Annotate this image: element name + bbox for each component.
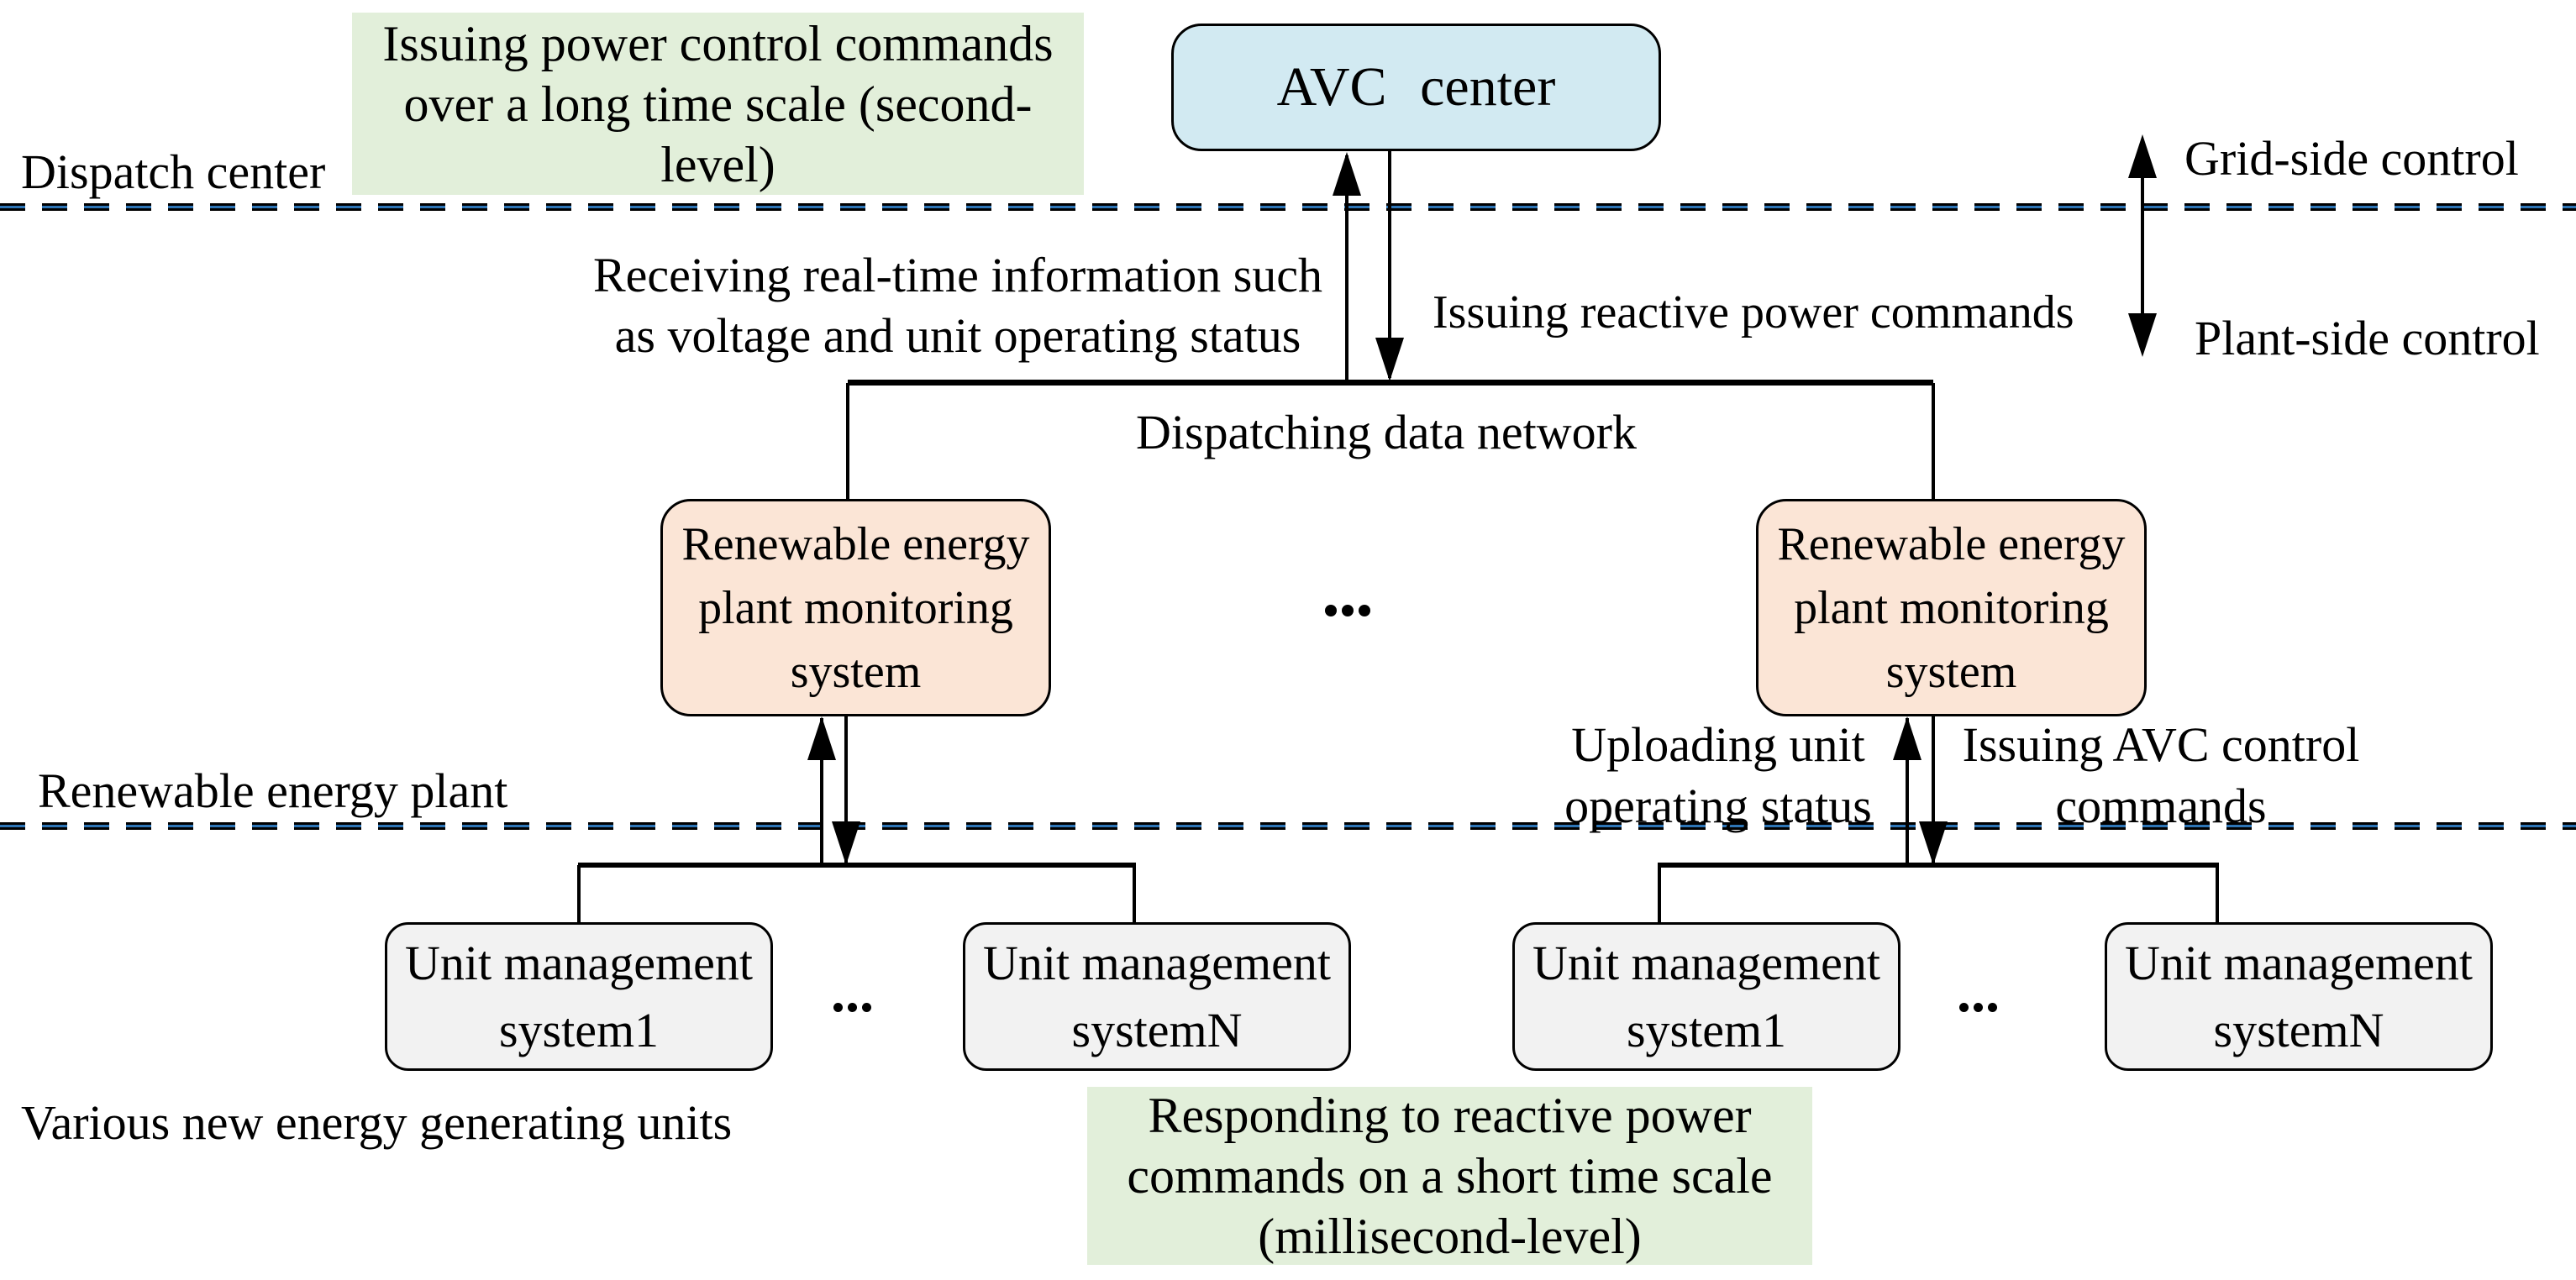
note-line: over a long time scale (second- (403, 76, 1033, 132)
note-line: Issuing power control commands (382, 15, 1054, 71)
monitoring-line: plant monitoring (1794, 581, 2109, 634)
bus-drop-right-line (1932, 383, 1935, 501)
monitoring-left-uplink-line (820, 718, 823, 865)
arrow-up-icon (1893, 716, 1921, 760)
monitoring-line: system (1885, 645, 2017, 698)
note-long-time-scale: Issuing power control commands over a lo… (352, 13, 1084, 195)
issuing-avc-label: Issuing AVC control commands (1943, 714, 2379, 837)
unit-line: Unit management (405, 935, 753, 990)
plant-side-control-label: Plant-side control (2195, 311, 2540, 365)
unit-drop-line (577, 865, 581, 924)
monitoring-line: Renewable energy (681, 517, 1030, 570)
unit-drop-line (2216, 865, 2219, 924)
grid-plant-arrow-line (2141, 141, 2144, 351)
unit-drop-line (1658, 865, 1661, 924)
bus-drop-left-line (846, 383, 849, 501)
grid-side-control-label: Grid-side control (2184, 131, 2519, 186)
note-short-time-scale: Responding to reactive power commands on… (1087, 1087, 1812, 1265)
arrow-up-icon (2128, 134, 2157, 178)
note-line: commands on a short time scale (1127, 1148, 1773, 1204)
renewable-energy-plant-label: Renewable energy plant (38, 763, 508, 818)
ellipsis-icon (833, 1003, 871, 1012)
monitoring-right-downlink-line (1932, 716, 1935, 863)
receiving-info-line: Receiving real-time information such (592, 248, 1323, 302)
unit-systemN-left-box: Unit management systemN (963, 922, 1351, 1071)
note-line: (millisecond-level) (1258, 1209, 1642, 1264)
monitoring-line: plant monitoring (698, 581, 1013, 634)
avc-uplink-line (1345, 155, 1348, 383)
monitoring-line: Renewable energy (1777, 517, 2126, 570)
issuing-reactive-label: Issuing reactive power commands (1433, 286, 2074, 338)
receiving-info-line: as voltage and unit operating status (614, 308, 1301, 363)
unit-bus-right (1658, 863, 2219, 868)
unit-system1-right-box: Unit management system1 (1512, 922, 1900, 1071)
various-units-label: Various new energy generating units (21, 1095, 733, 1150)
arrow-up-icon (807, 716, 836, 760)
uploading-status-line: Uploading unit (1571, 717, 1865, 772)
uploading-status-label: Uploading unit operating status (1554, 714, 1882, 837)
unit-line: systemN (2213, 1002, 2384, 1057)
avc-center-box: AVC center (1171, 24, 1661, 151)
monitoring-left-downlink-line (844, 716, 848, 863)
note-line: level) (660, 136, 775, 192)
unit-line: systemN (1071, 1002, 1243, 1057)
plant-unit-divider-line (0, 822, 2576, 830)
ellipsis-icon (1325, 605, 1370, 616)
monitoring-system-left-box: Renewable energy plant monitoring system (660, 499, 1051, 716)
note-line: Responding to reactive power (1148, 1088, 1752, 1143)
arrow-down-icon (2128, 313, 2157, 357)
dispatching-network-bus (848, 380, 1933, 386)
receiving-info-label: Receiving real-time information such as … (538, 245, 1378, 366)
monitoring-system-right-box: Renewable energy plant monitoring system (1756, 499, 2147, 716)
monitoring-line: system (790, 645, 922, 698)
unit-system1-left-box: Unit management system1 (385, 922, 773, 1071)
arrow-up-icon (1333, 152, 1361, 196)
unit-line: system1 (498, 1002, 660, 1057)
unit-line: Unit management (1532, 935, 1880, 990)
unit-line: Unit management (983, 935, 1331, 990)
issuing-avc-line: commands (2055, 779, 2267, 833)
unit-drop-line (1133, 865, 1136, 924)
unit-systemN-right-box: Unit management systemN (2105, 922, 2493, 1071)
dispatching-network-label: Dispatching data network (1136, 405, 1637, 459)
dispatch-center-label: Dispatch center (21, 144, 326, 199)
unit-line: Unit management (2125, 935, 2473, 990)
avc-center-label: AVC center (1276, 56, 1556, 118)
avc-downlink-line (1388, 151, 1391, 378)
uploading-status-line: operating status (1564, 779, 1872, 833)
unit-bus-left (578, 863, 1136, 868)
unit-line: system1 (1626, 1002, 1787, 1057)
monitoring-right-uplink-line (1906, 718, 1909, 865)
dispatch-plant-divider-line (0, 203, 2576, 211)
ellipsis-icon (1959, 1003, 1997, 1012)
arrow-down-icon (832, 821, 860, 865)
issuing-avc-line: Issuing AVC control (1962, 717, 2360, 772)
arrow-down-icon (1919, 821, 1948, 865)
arrow-down-icon (1375, 338, 1404, 381)
